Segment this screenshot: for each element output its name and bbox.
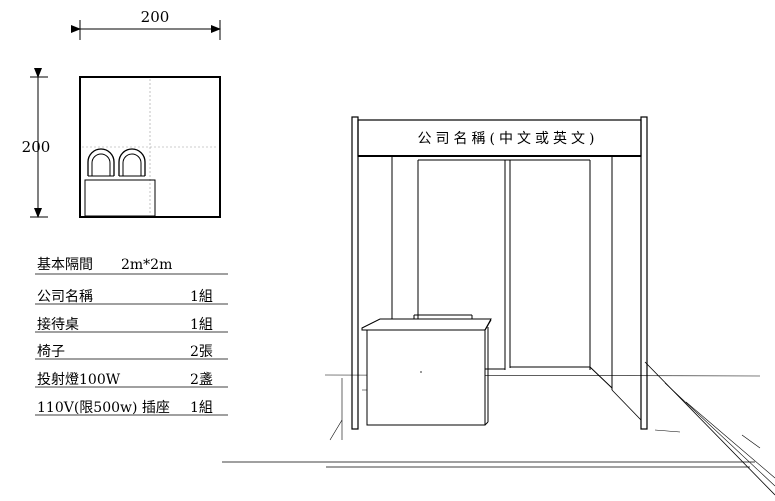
booth-left-post — [351, 116, 359, 430]
sign-text: 公司名稱(中文或英文) — [418, 130, 599, 147]
plan-width-label: 200 — [141, 8, 170, 26]
plan-booth-outline — [79, 76, 221, 218]
plan-desk — [84, 179, 156, 217]
spec-list: 基本隔間 2m*2m 公司名稱 1組 接待桌 1組 椅子 2張 投射燈100W … — [35, 256, 228, 416]
spec-item-name: 接待桌 — [37, 316, 79, 333]
plan-chair-2 — [118, 148, 146, 177]
booth-perspective — [222, 116, 775, 496]
spec-item-name: 公司名稱 — [37, 289, 93, 305]
spec-item-qty: 1組 — [190, 400, 213, 416]
plan-chair-1 — [87, 148, 115, 177]
booth-desk — [361, 314, 492, 426]
spec-size: 2m*2m — [121, 257, 172, 273]
spec-item-name: 投射燈100W — [37, 372, 121, 388]
floor-plan: 200 200 — [22, 8, 221, 218]
plan-height-label: 200 — [22, 138, 51, 156]
spec-item-qty: 2張 — [190, 344, 213, 360]
booth-right-post — [640, 116, 648, 430]
spec-item-qty: 2盞 — [190, 372, 213, 388]
spec-item-qty: 1組 — [190, 317, 213, 333]
spec-title: 基本隔間 — [37, 256, 93, 273]
spec-item-name: 椅子 — [37, 344, 65, 360]
spec-item-qty: 1組 — [190, 289, 213, 305]
spec-item-name: 110V(限500w) 插座 — [37, 400, 170, 416]
